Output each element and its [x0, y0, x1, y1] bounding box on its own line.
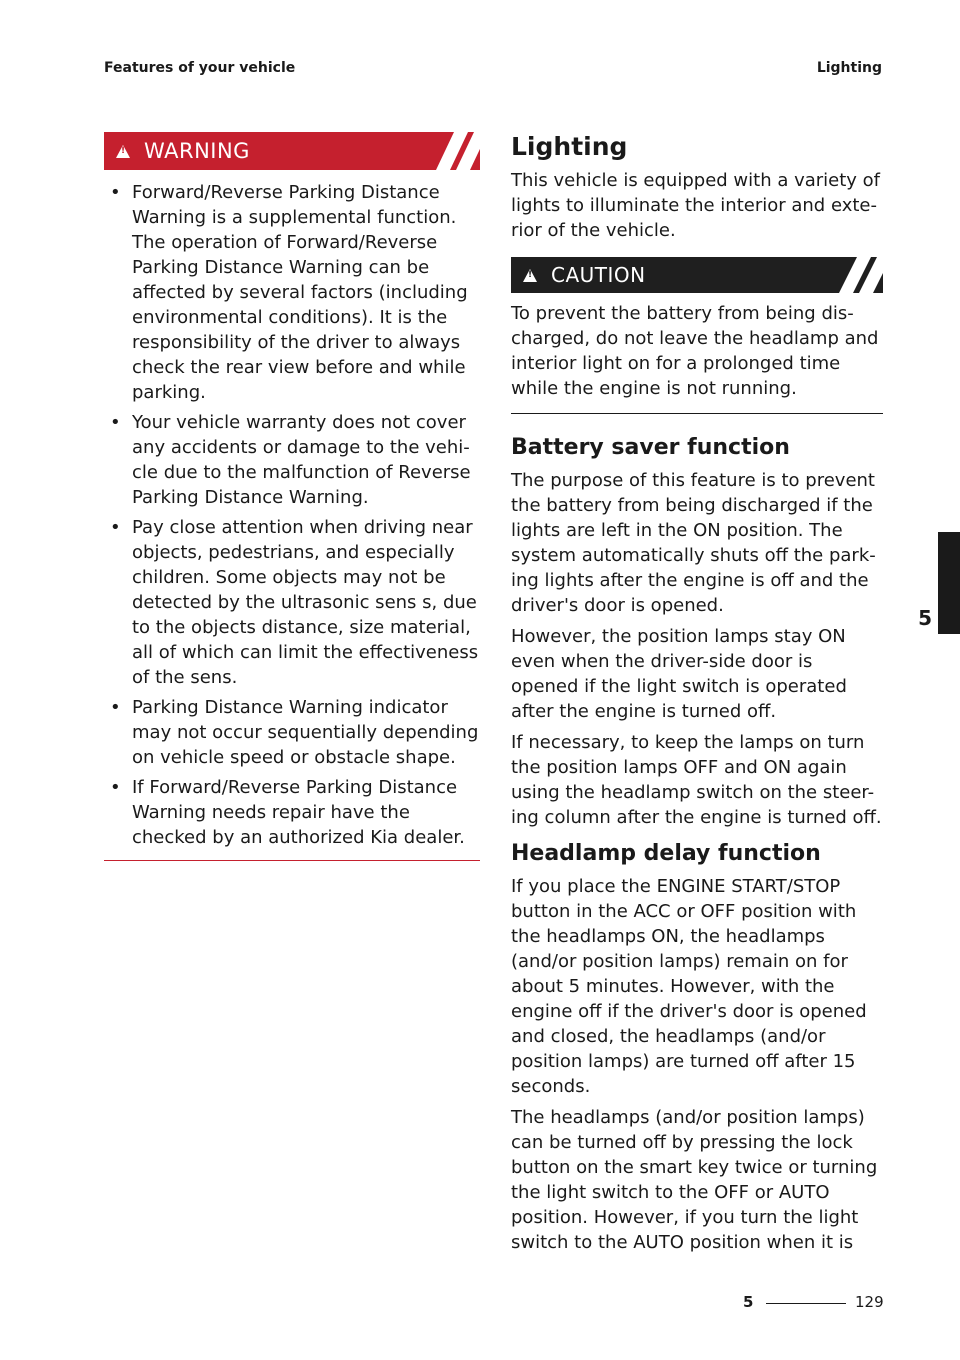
running-header-topic: Lighting [816, 60, 882, 76]
caution-end-rule [511, 413, 883, 414]
warning-triangle-icon [116, 144, 130, 158]
caution-text: To prevent the battery from being dis-ch… [511, 303, 879, 399]
warning-item: If Forward/Reverse Parking Distance Warn… [104, 775, 480, 850]
caution-triangle-icon [523, 268, 537, 282]
headlamp-delay-paragraph: If you place the ENGINE START/STOP butto… [511, 876, 867, 1097]
warning-label: WARNING [144, 139, 250, 163]
caution-banner: CAUTION [511, 257, 883, 293]
page-footer: 5 129 [0, 1293, 960, 1313]
running-header-section: Features of your vehicle [104, 60, 296, 76]
warning-item: Forward/Reverse Parking Distance Warning… [104, 180, 480, 405]
headlamp-delay-title: Headlamp delay function [511, 841, 821, 866]
warning-banner: WARNING [104, 132, 480, 170]
battery-saver-paragraph: The purpose of this feature is to preven… [511, 470, 876, 616]
lighting-intro: This vehicle is equipped with a variety … [511, 170, 881, 241]
warning-item: Parking Distance Warning indicator may n… [104, 695, 480, 770]
battery-saver-paragraph: However, the position lamps stay ON even… [511, 626, 847, 722]
warning-item: Your vehicle warranty does not cover any… [104, 410, 480, 510]
battery-saver-title: Battery saver function [511, 435, 790, 460]
slash-stripes-icon [436, 132, 480, 170]
footer-rule [766, 1303, 846, 1304]
footer-chapter: 5 [743, 1293, 754, 1311]
battery-saver-paragraph: If necessary, to keep the lamps on turn … [511, 732, 882, 828]
warning-item: Pay close attention when driving near ob… [104, 515, 480, 690]
lighting-title: Lighting [511, 132, 628, 161]
lighting-section: Lighting This vehicle is equipped with a… [511, 132, 883, 1261]
headlamp-delay-paragraph: The headlamps (and/or position lamps) ca… [511, 1107, 878, 1253]
warning-end-rule [104, 860, 480, 861]
slash-stripes-icon [839, 257, 883, 293]
chapter-tab [938, 532, 960, 634]
chapter-tab-number: 5 [918, 606, 932, 630]
footer-page-number: 129 [855, 1293, 884, 1311]
warning-box: WARNING Forward/Reverse Parking Distance… [104, 132, 480, 861]
warning-list: Forward/Reverse Parking Distance Warning… [104, 180, 480, 850]
caution-label: CAUTION [551, 263, 646, 287]
